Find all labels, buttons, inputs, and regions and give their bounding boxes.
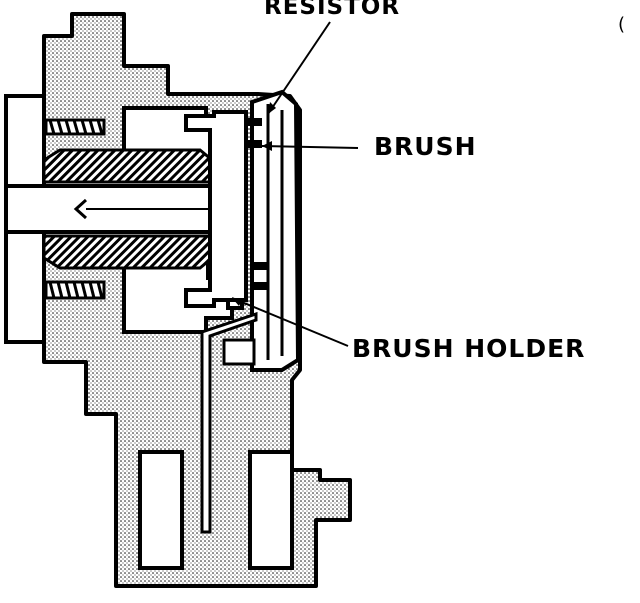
resistor-board: [250, 89, 301, 372]
left-end-cap-lower: [4, 230, 46, 344]
brush-holder-arrowhead: [232, 298, 243, 306]
corner-mark: (: [618, 14, 627, 35]
brush-label: BRUSH: [374, 132, 477, 161]
lower-spring: [44, 280, 106, 300]
brush-holder-leader-line: [231, 297, 349, 347]
resistor-arrowhead: [268, 102, 276, 114]
brush-holder-label: BRUSH HOLDER: [352, 334, 586, 363]
connector-slot-right: [248, 450, 294, 570]
left-end-cap: [4, 94, 46, 188]
shaft-tip: [73, 198, 88, 220]
lower-seal-hatch: [42, 234, 214, 270]
upper-spring: [44, 118, 106, 136]
brush-arrowhead: [262, 141, 272, 151]
brush-leader-line: [261, 145, 359, 149]
brush-holder: [184, 110, 248, 308]
terminal-clip: [222, 338, 256, 366]
connector-slot-left: [138, 450, 184, 570]
resistor-label: RESISTOR: [264, 0, 401, 20]
brush-contacts: [246, 118, 268, 290]
terminal-pin: [200, 311, 258, 534]
resistor-leader-line: [267, 21, 331, 115]
upper-seal-hatch: [42, 148, 214, 184]
